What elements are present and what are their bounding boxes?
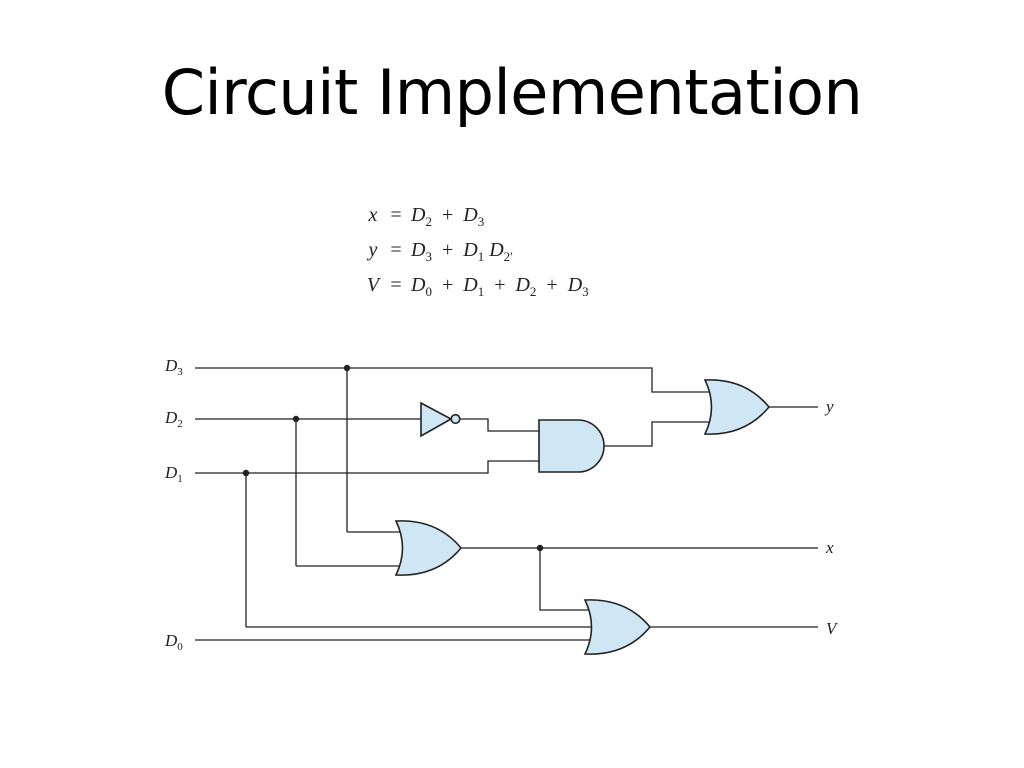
slide-title: Circuit Implementation: [161, 56, 863, 129]
or-gate-v: [583, 599, 652, 655]
output-label-v: V: [826, 619, 839, 638]
input-label-d2: D2: [164, 408, 183, 430]
junction-dot: [343, 364, 351, 372]
equation-rhs: D3 + D1 D2′: [411, 239, 513, 264]
equation-lhs: y: [368, 239, 378, 261]
equation-x: x=D2 + D3: [365, 198, 589, 233]
equation-lhs: V: [366, 274, 380, 296]
wire-not-d2: [460, 418, 539, 432]
input-label-d3: D3: [164, 356, 183, 378]
junction-dot: [292, 415, 300, 423]
equation-v: V=D0 + D1 + D2 + D3: [365, 268, 589, 303]
equation-rhs: D0 + D1 + D2 + D3: [411, 274, 589, 299]
output-label-y: y: [824, 397, 834, 416]
input-label-d1: D1: [164, 463, 183, 485]
equation-lhs: x: [368, 204, 378, 226]
wire-d1: [195, 460, 539, 474]
wire-and-out: [604, 421, 711, 447]
input-label-d0: D0: [164, 631, 183, 653]
and-gate: [538, 419, 605, 473]
equation-rhs: D2 + D3: [411, 204, 485, 229]
wire-x-to-or-v: [539, 548, 594, 611]
boolean-equations: x=D2 + D3 y=D3 + D1 D2′ V=D0 + D1 + D2 +…: [365, 198, 589, 303]
equation-y: y=D3 + D1 D2′: [365, 233, 589, 268]
junction-dot: [242, 469, 250, 477]
output-label-x: x: [825, 538, 834, 557]
not-gate: [420, 401, 461, 438]
wire-d3: [195, 367, 711, 393]
or-gate-x: [394, 520, 463, 576]
junction-dot: [536, 544, 544, 552]
wires: [195, 367, 818, 641]
or-gate-y: [703, 379, 771, 435]
